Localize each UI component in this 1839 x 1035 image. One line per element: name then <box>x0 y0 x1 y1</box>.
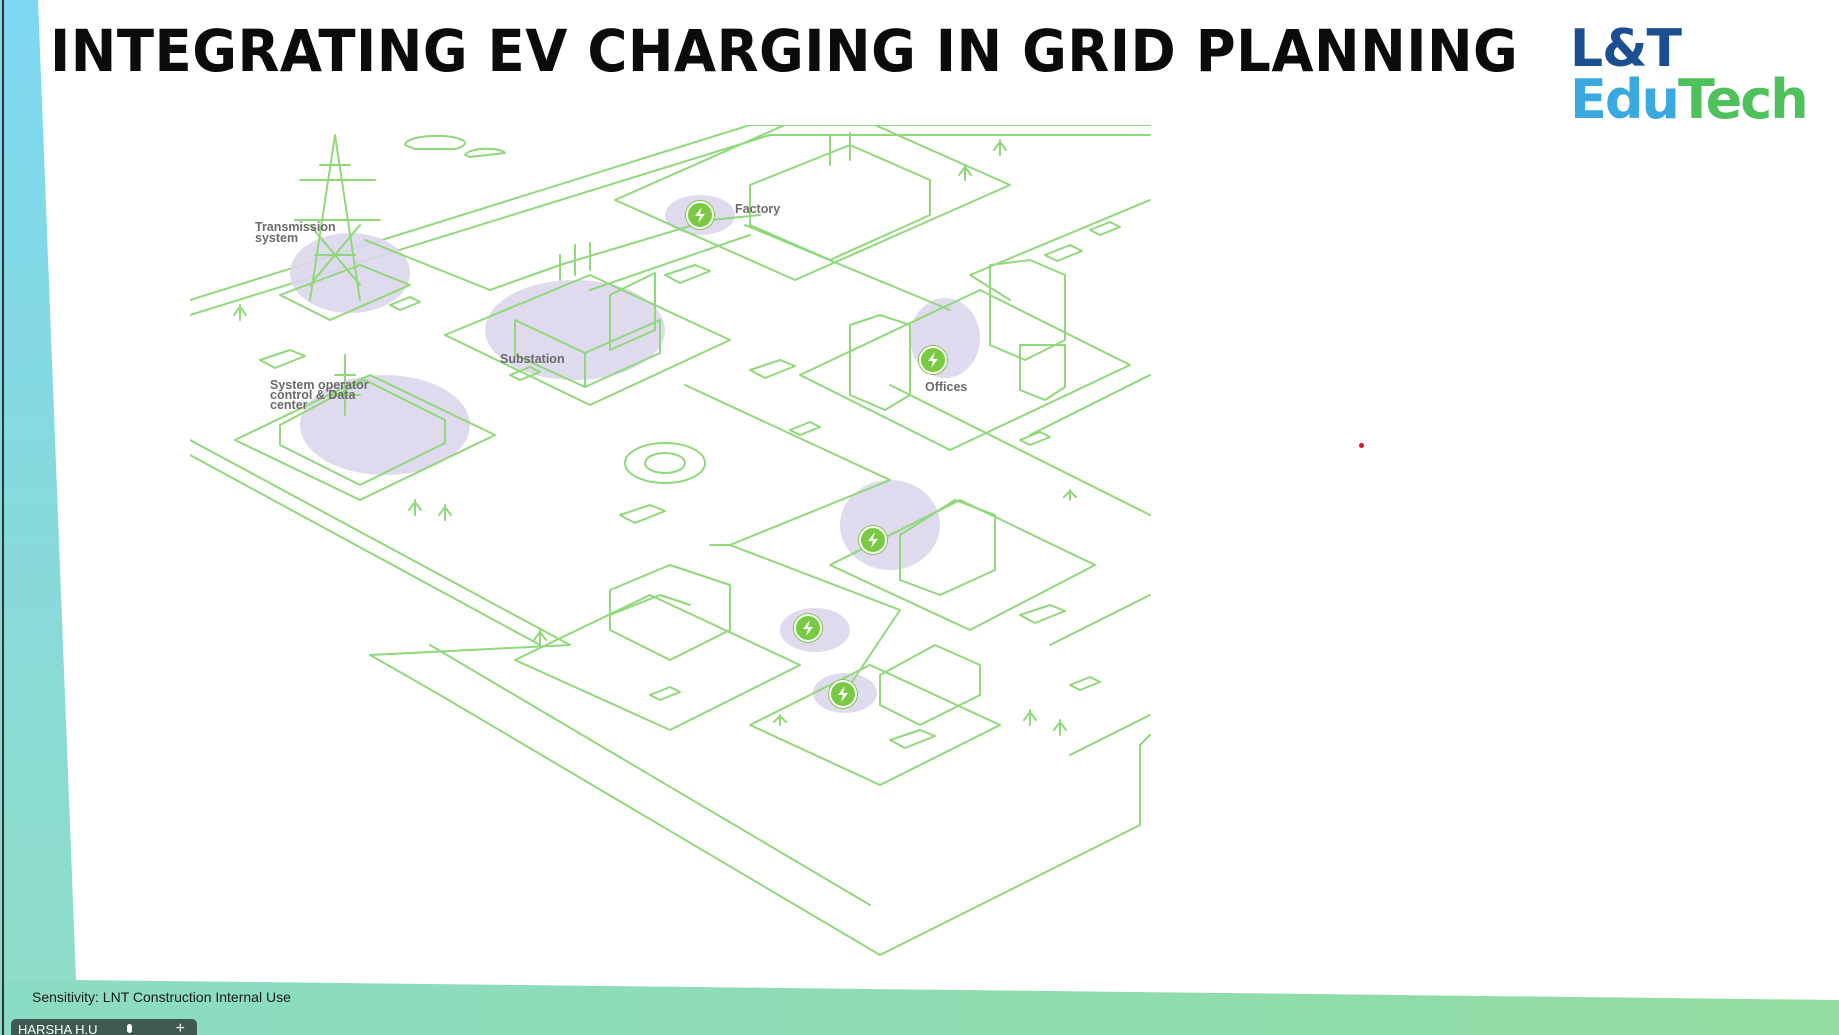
logo-text-tech: Tech <box>1678 68 1809 131</box>
logo-text-edutech: EduTech <box>1570 73 1809 127</box>
label-factory: Factory <box>735 202 780 216</box>
sensitivity-footer: Sensitivity: LNT Construction Internal U… <box>32 989 291 1005</box>
logo-text-lt: L&T <box>1570 19 1682 79</box>
label-offices: Offices <box>925 380 967 394</box>
logo-text-edu: Edu <box>1570 68 1680 131</box>
charger-icon-right-building <box>858 525 888 555</box>
charger-icon-bottom-right <box>828 679 858 709</box>
charger-icon-offices <box>918 345 948 375</box>
ev-charger-icons <box>685 200 948 709</box>
label-substation: Substation <box>500 352 565 366</box>
label-transmission-2: system <box>255 231 298 245</box>
slide-title: INTEGRATING EV CHARGING IN GRID PLANNING <box>50 17 1519 85</box>
ev-grid-illustration: Transmission system Factory Substation S… <box>190 125 1151 956</box>
label-system-operator-2: control & Data <box>270 388 356 402</box>
presenter-name: HARSHA H.U <box>18 1022 98 1035</box>
label-transmission-1: Transmission <box>255 220 336 234</box>
label-system-operator-3: center <box>270 398 308 412</box>
add-icon[interactable]: + <box>175 1020 185 1035</box>
microphone-icon[interactable] <box>127 1024 132 1033</box>
presenter-tab[interactable]: HARSHA H.U + <box>11 1019 197 1035</box>
lt-edutech-logo: L&T EduTech <box>1570 19 1809 127</box>
laser-pointer-dot <box>1359 443 1364 448</box>
label-system-operator-1: System operator <box>270 378 369 392</box>
charger-icon-bottom-left <box>793 613 823 643</box>
charger-icon-factory <box>685 200 715 230</box>
